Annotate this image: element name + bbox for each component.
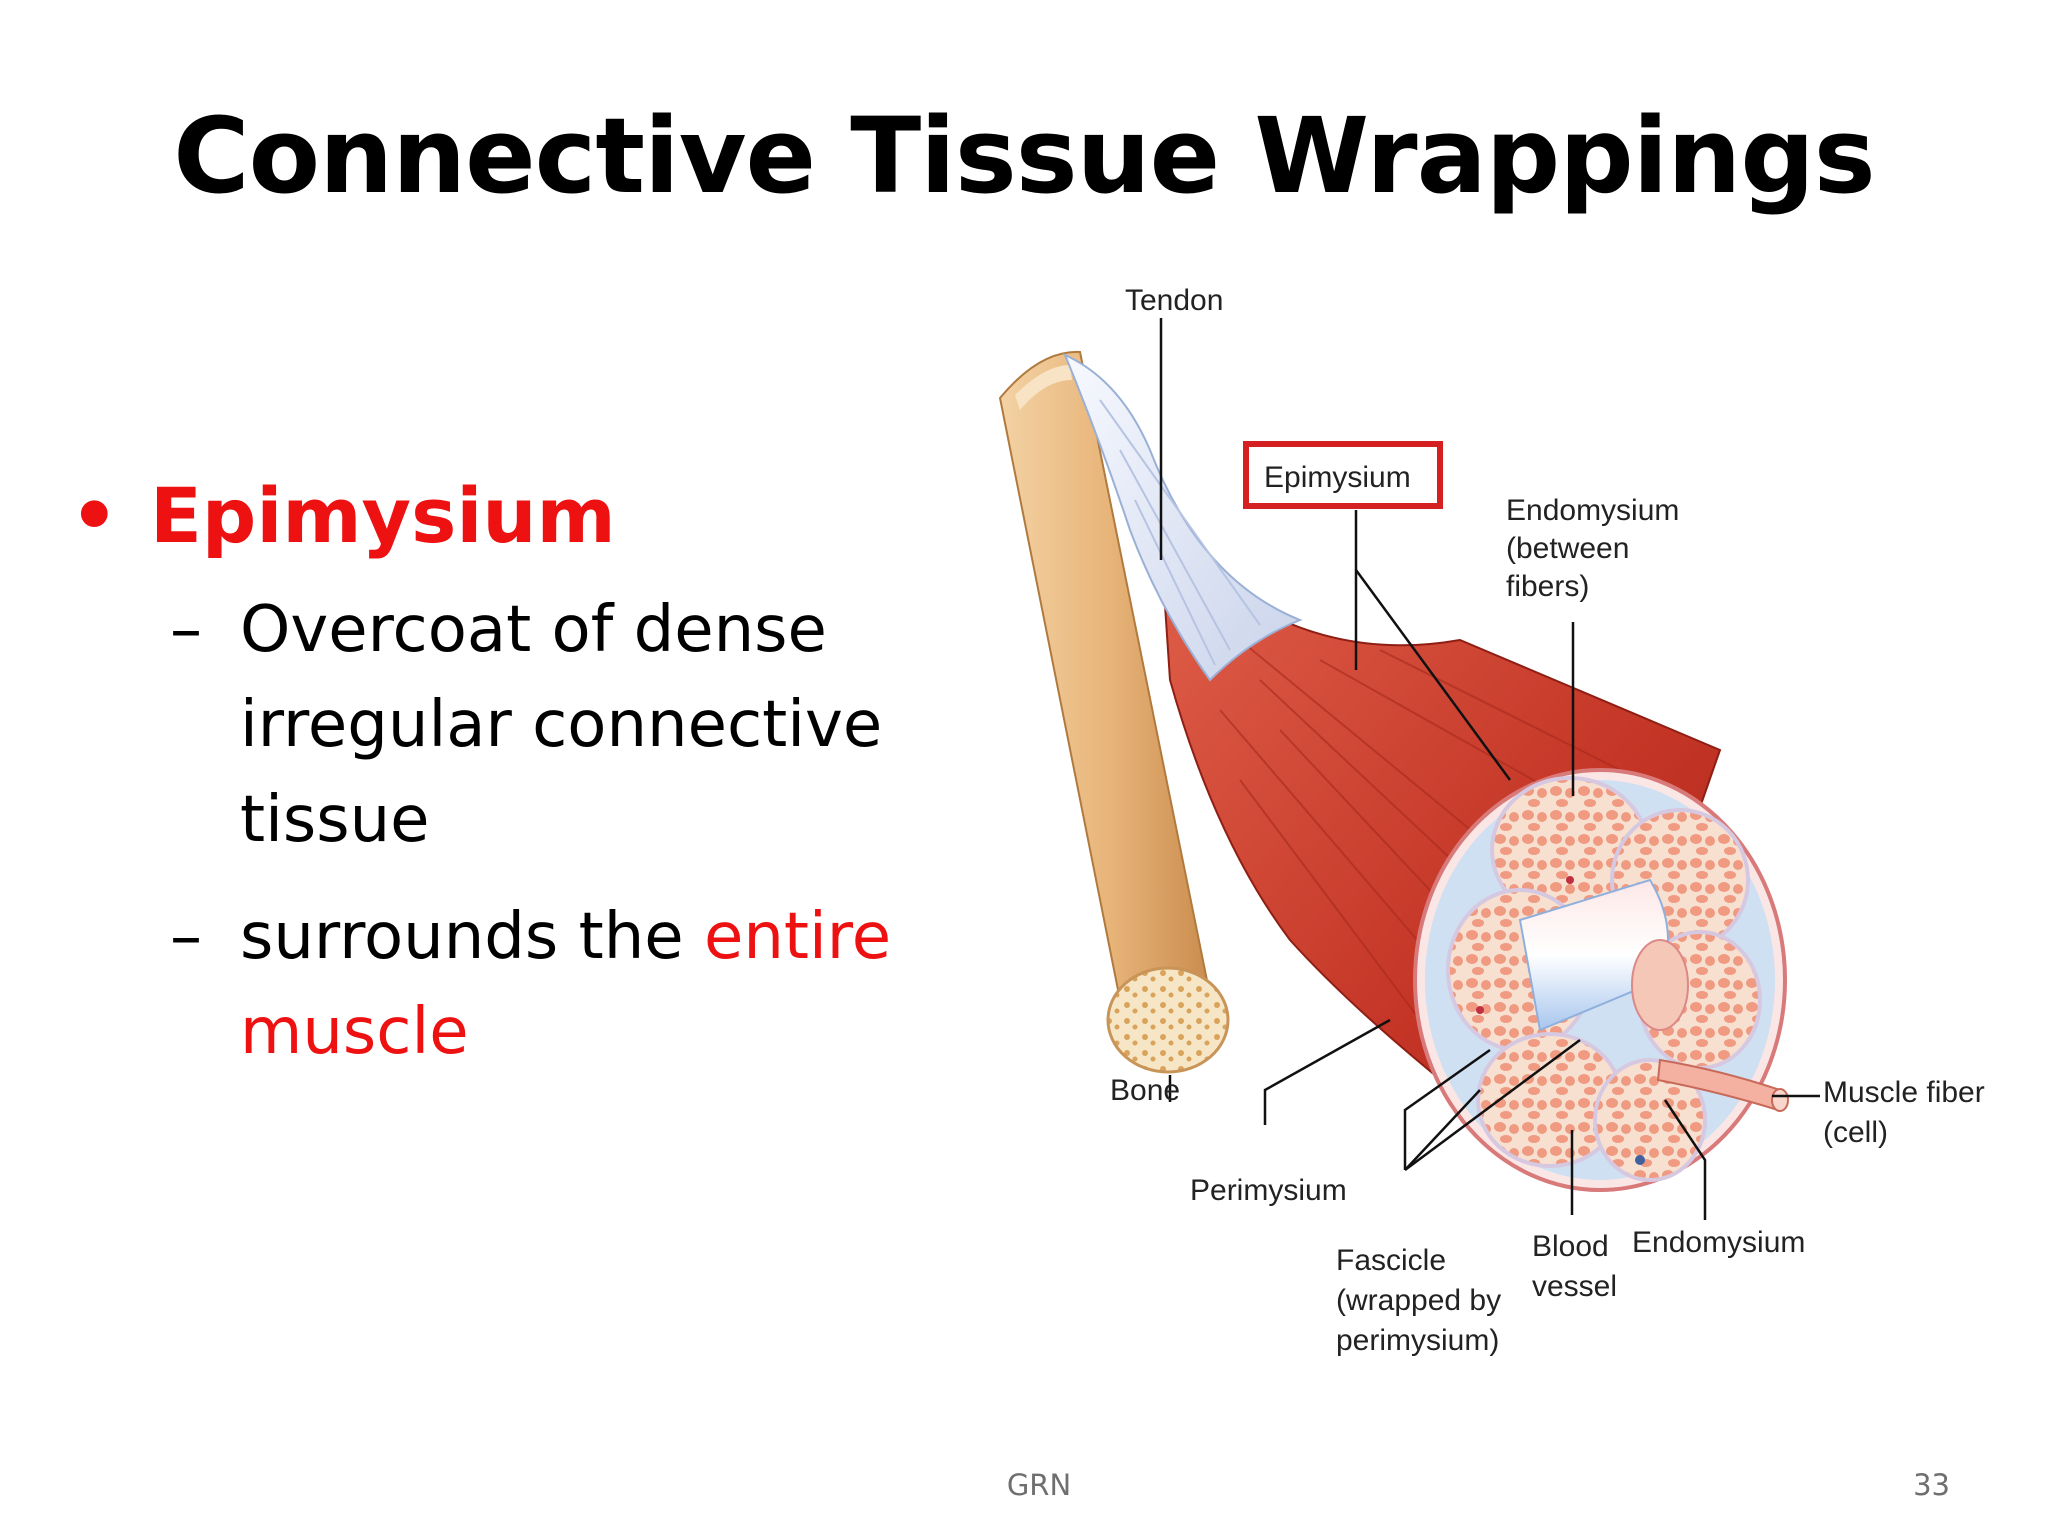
muscle-diagram: Tendon Epimysium Endomysium (between fib… <box>998 284 1985 1357</box>
label-epimysium: Epimysium <box>1264 461 1411 494</box>
bullet-epimysium: • Epimysium <box>70 470 900 561</box>
footer-author: GRN <box>1006 1468 1072 1502</box>
label-fascicle-2: (wrapped by <box>1336 1284 1501 1317</box>
bullet-list: • Epimysium – Overcoat of dense irregula… <box>70 470 900 1080</box>
label-fascicle-1: Fascicle <box>1336 1244 1446 1277</box>
label-endomysium-between-3: fibers) <box>1506 570 1589 603</box>
bone-illustration <box>998 350 1230 1074</box>
label-blood-vessel-1: Blood <box>1532 1230 1609 1263</box>
subpoint-dash: – <box>170 900 202 975</box>
bullet-term: Epimysium <box>150 471 616 560</box>
label-muscle-fiber-1: Muscle fiber <box>1823 1076 1985 1109</box>
leader-lines <box>1159 318 1820 1220</box>
label-blood-vessel-2: vessel <box>1532 1270 1617 1303</box>
subpoint-overcoat: – Overcoat of dense irregular connective… <box>70 583 900 868</box>
subpoint-text: surrounds the <box>240 900 704 975</box>
subpoint-dash: – <box>170 593 202 668</box>
label-tendon: Tendon <box>1125 284 1223 317</box>
muscle-cross-section <box>1413 768 1789 1192</box>
bullet-marker: • <box>70 471 119 560</box>
tendon-illustration <box>1063 353 1303 682</box>
label-fascicle-3: perimysium) <box>1336 1324 1499 1357</box>
label-endomysium-between-2: (between <box>1506 532 1629 565</box>
page-number: 33 <box>1913 1468 1950 1502</box>
epimysium-highlight-box <box>1243 441 1443 509</box>
slide-title: Connective Tissue Wrappings <box>173 95 1875 217</box>
label-endomysium-between-1: Endomysium <box>1506 494 1679 527</box>
subpoint-surrounds: – surrounds the entire muscle <box>70 890 900 1080</box>
label-muscle-fiber-2: (cell) <box>1823 1116 1888 1149</box>
label-bone: Bone <box>1110 1074 1180 1107</box>
label-endomysium: Endomysium <box>1632 1226 1805 1259</box>
muscle-anatomy-figure: Tendon Epimysium Endomysium (between fib… <box>960 280 2000 1390</box>
subpoint-highlight: entire muscle <box>240 900 892 1070</box>
subpoint-text: Overcoat of dense irregular connective t… <box>240 593 883 858</box>
label-perimysium: Perimysium <box>1190 1174 1347 1207</box>
